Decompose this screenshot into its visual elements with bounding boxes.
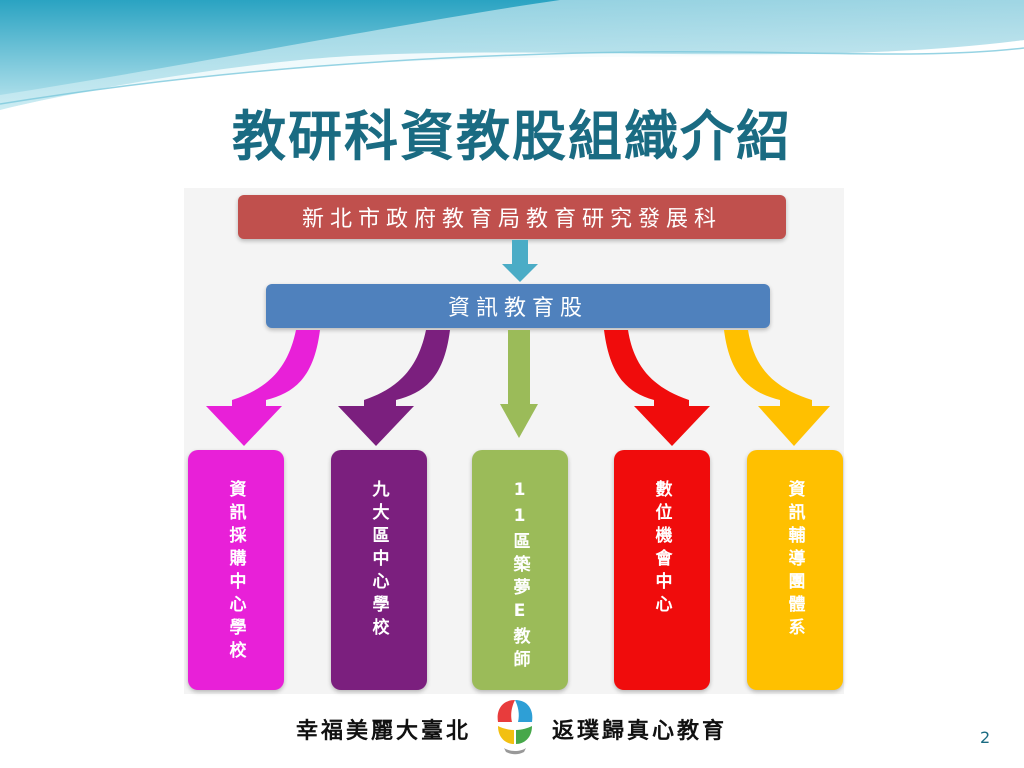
curved-arrow-left-1 xyxy=(206,330,320,446)
straight-arrow-down xyxy=(500,330,538,438)
curved-arrow-right-1 xyxy=(604,330,710,446)
org-unit-label: 資訊輔導團體系 xyxy=(784,480,805,641)
page-number: 2 xyxy=(980,728,991,747)
page-title: 教研科資教股組織介紹 xyxy=(232,105,792,168)
footer-slogan-right: 返璞歸真心教育 xyxy=(552,719,728,744)
org-unit-box: 資訊採購中心學校 xyxy=(188,450,284,690)
org-top-unit: 新北市政府教育局教育研究發展科 xyxy=(238,195,786,239)
org-unit-box: 資訊輔導團體系 xyxy=(747,450,843,690)
footer-slogan-left: 幸福美麗大臺北 xyxy=(296,719,472,744)
org-unit-box: 數位機會中心 xyxy=(614,450,710,690)
org-unit-label: 資訊採購中心學校 xyxy=(225,480,246,664)
org-unit-label: 數位機會中心 xyxy=(651,480,672,618)
education-bureau-logo xyxy=(497,700,533,755)
org-unit-label: 九大區中心學校 xyxy=(368,480,389,641)
header-wave-decoration xyxy=(0,0,1024,113)
org-middle-unit: 資訊教育股 xyxy=(266,284,770,328)
curved-arrow-left-2 xyxy=(338,330,450,446)
curved-arrow-right-2 xyxy=(724,330,830,446)
org-unit-box: 11區築夢E教師 xyxy=(472,450,568,690)
org-unit-label: 11區築夢E教師 xyxy=(509,480,530,673)
org-unit-box: 九大區中心學校 xyxy=(331,450,427,690)
org-connector-arrows xyxy=(206,240,830,446)
connector-arrow-down xyxy=(502,240,538,282)
